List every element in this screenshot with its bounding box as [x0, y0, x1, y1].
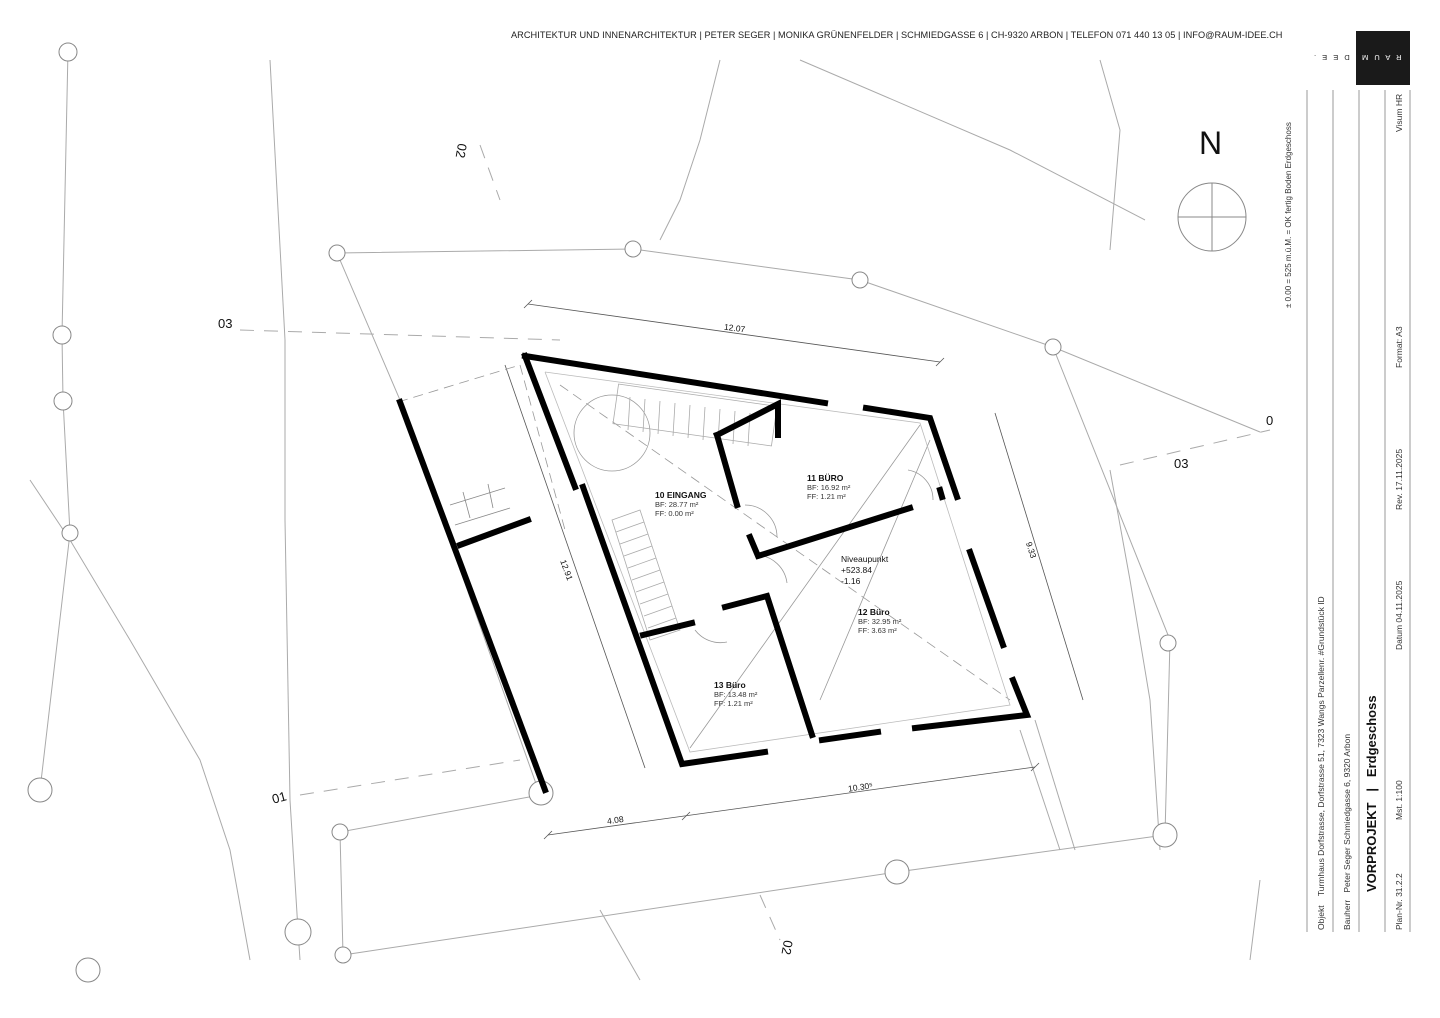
- logo-text-idee: I D E E .: [1312, 53, 1358, 62]
- section-marker-03-left: 03: [218, 316, 233, 331]
- room-name: 12 Büro: [858, 607, 890, 617]
- section-marker-03-right: 03: [1174, 456, 1189, 471]
- level-point-label: Niveaupunkt: [841, 554, 889, 564]
- dimension-lines: [504, 299, 1084, 840]
- level-point-relative: -1.16: [841, 576, 861, 586]
- room-name: 13 Büro: [714, 680, 746, 690]
- title-block-date: Datum 04.11.2025: [1394, 580, 1404, 650]
- objekt-label: Objekt: [1316, 905, 1326, 930]
- room-ff: FF: 1.21 m²: [807, 492, 846, 501]
- section-marker-02-top: 02: [452, 142, 470, 160]
- level-point: Niveaupunkt +523.84 -1.16: [841, 554, 888, 587]
- plan-title: Erdgeschoss: [1364, 695, 1379, 778]
- room-name: 11 BÜRO: [807, 473, 844, 483]
- room-name: 10 EINGANG: [655, 490, 707, 500]
- phase-title: VORPROJEKT: [1364, 802, 1379, 892]
- room-13-buero: 13 Büro BF: 13.48 m² FF: 1.21 m²: [714, 680, 757, 708]
- title-block-plan-nr: Plan-Nr. 31.2.2: [1394, 873, 1404, 930]
- room-bf: BF: 32.95 m²: [858, 617, 902, 626]
- office-header: ARCHITEKTUR UND INNENARCHITEKTUR | PETER…: [511, 30, 1283, 40]
- title-block-format: Format: A3: [1394, 326, 1404, 368]
- room-ff: FF: 3.63 m²: [858, 626, 897, 635]
- logo-text-raum: R A U M: [1360, 53, 1402, 62]
- raum-idee-logo: [1356, 31, 1410, 85]
- section-marker-02-bottom: 02: [778, 939, 796, 956]
- section-marker-0-right: 0: [1266, 413, 1274, 428]
- bauherr-value: Peter Seger Schmiedgasse 6, 9320 Arbon: [1342, 733, 1352, 893]
- title-block-bauherr: Bauherr Peter Seger Schmiedgasse 6, 9320…: [1342, 734, 1352, 930]
- reference-note: ± 0.00 = 525 m.ü.M. = OK fertig Boden Er…: [1284, 122, 1293, 308]
- room-bf: BF: 16.92 m²: [807, 483, 851, 492]
- interior-fine-lines: [397, 364, 1011, 753]
- room-bf: BF: 13.48 m²: [714, 690, 758, 699]
- room-12-buero: 12 Büro BF: 32.95 m² FF: 3.63 m²: [858, 607, 901, 635]
- room-10-eingang: 10 EINGANG BF: 28.77 m² FF: 0.00 m²: [655, 490, 707, 518]
- objekt-value: Turmhaus Dorfstrasse, Dorfstrasse 51, 73…: [1316, 596, 1326, 897]
- title-block-scale: Mst. 1:100: [1394, 780, 1404, 820]
- bauherr-label: Bauherr: [1342, 899, 1352, 930]
- north-arrow-compass: [1177, 182, 1247, 252]
- title-block-objekt: Objekt Turmhaus Dorfstrasse, Dorfstrasse…: [1316, 596, 1326, 930]
- room-ff: FF: 0.00 m²: [655, 509, 694, 518]
- room-11-buero: 11 BÜRO BF: 16.92 m² FF: 1.21 m²: [807, 473, 850, 501]
- room-bf: BF: 28.77 m²: [655, 500, 699, 509]
- site-lines: [29, 49, 1271, 981]
- title-block-revision: Rev. 17.11.2025: [1394, 448, 1404, 510]
- survey-points: [27, 42, 1178, 983]
- room-ff: FF: 1.21 m²: [714, 699, 753, 708]
- title-block-visum: Visum HR: [1394, 93, 1404, 132]
- north-label: N: [1199, 125, 1223, 161]
- level-point-absolute: +523.84: [841, 565, 872, 575]
- walls: [396, 352, 1032, 794]
- title-block-title: VORPROJEKT | Erdgeschoss: [1364, 695, 1379, 892]
- title-separator: |: [1364, 787, 1379, 792]
- title-block-frame: [1306, 90, 1411, 932]
